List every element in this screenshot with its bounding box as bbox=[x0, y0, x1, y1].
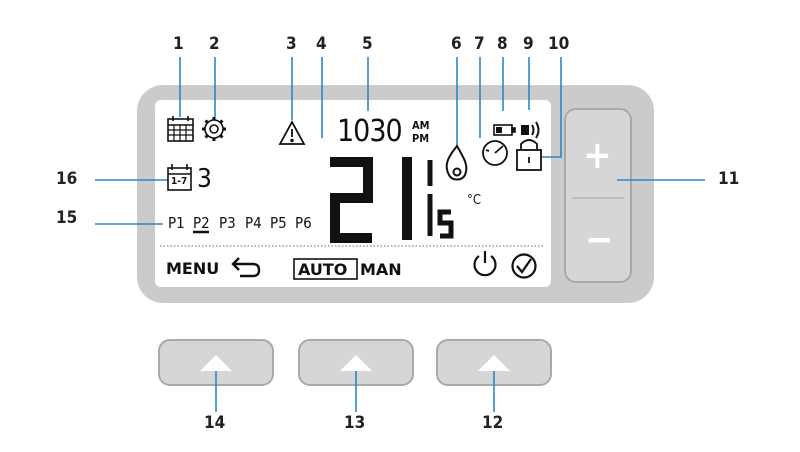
callout-6: 6 bbox=[451, 34, 462, 54]
callout-15: 15 bbox=[56, 208, 78, 228]
callout-14: 14 bbox=[204, 413, 226, 433]
gear-icon bbox=[202, 117, 226, 141]
minus-button-label[interactable]: − bbox=[585, 217, 614, 261]
man-label: MAN bbox=[360, 260, 402, 279]
callout-12: 12 bbox=[482, 413, 504, 433]
callout-2: 2 bbox=[209, 34, 220, 54]
digit-2 bbox=[330, 157, 373, 243]
temperature-decimal bbox=[427, 160, 454, 239]
warning-icon bbox=[278, 120, 306, 145]
battery-icon bbox=[493, 124, 516, 136]
plus-button-label[interactable]: + bbox=[583, 133, 612, 177]
day-calendar-icon bbox=[167, 164, 192, 191]
auto-mode-box bbox=[293, 258, 358, 280]
temperature-digits bbox=[330, 157, 412, 243]
callout-7: 7 bbox=[474, 34, 485, 54]
check-icon bbox=[511, 253, 537, 279]
auto-label: AUTO bbox=[298, 260, 348, 279]
up-arrow-icon bbox=[478, 355, 510, 371]
up-arrow-icon bbox=[200, 355, 232, 371]
callout-9: 9 bbox=[523, 34, 534, 54]
power-icon bbox=[473, 251, 497, 277]
callout-5: 5 bbox=[362, 34, 373, 54]
callout-11: 11 bbox=[718, 169, 740, 189]
program-p2: P2 bbox=[193, 214, 210, 232]
callout-8: 8 bbox=[497, 34, 508, 54]
program-p6: P6 bbox=[295, 214, 312, 232]
callout-16: 16 bbox=[56, 169, 78, 189]
am-indicator: AM bbox=[412, 119, 430, 132]
pm-indicator: PM bbox=[412, 132, 430, 145]
up-arrow-icon bbox=[340, 355, 372, 371]
gauge-icon bbox=[482, 140, 508, 166]
program-p3: P3 bbox=[219, 214, 236, 232]
menu-label: MENU bbox=[166, 259, 220, 278]
back-arrow-icon bbox=[231, 257, 261, 278]
program-p4: P4 bbox=[245, 214, 262, 232]
callout-10: 10 bbox=[548, 34, 570, 54]
calendar-icon bbox=[167, 116, 194, 142]
day-number: 3 bbox=[197, 164, 212, 194]
plus-minus-rocker[interactable] bbox=[564, 108, 632, 283]
callout-13: 13 bbox=[344, 413, 366, 433]
callout-3: 3 bbox=[286, 34, 297, 54]
day-range: 1-7 bbox=[171, 176, 188, 187]
flame-icon bbox=[445, 144, 468, 181]
program-p1: P1 bbox=[168, 214, 185, 232]
signal-icon bbox=[521, 121, 540, 139]
lock-icon bbox=[516, 139, 542, 171]
clock-time: 1030 bbox=[337, 114, 403, 149]
program-p5: P5 bbox=[270, 214, 287, 232]
callout-4: 4 bbox=[316, 34, 327, 54]
temperature-unit: °C bbox=[467, 193, 482, 208]
callout-1: 1 bbox=[173, 34, 184, 54]
rocker-divider bbox=[572, 197, 624, 199]
